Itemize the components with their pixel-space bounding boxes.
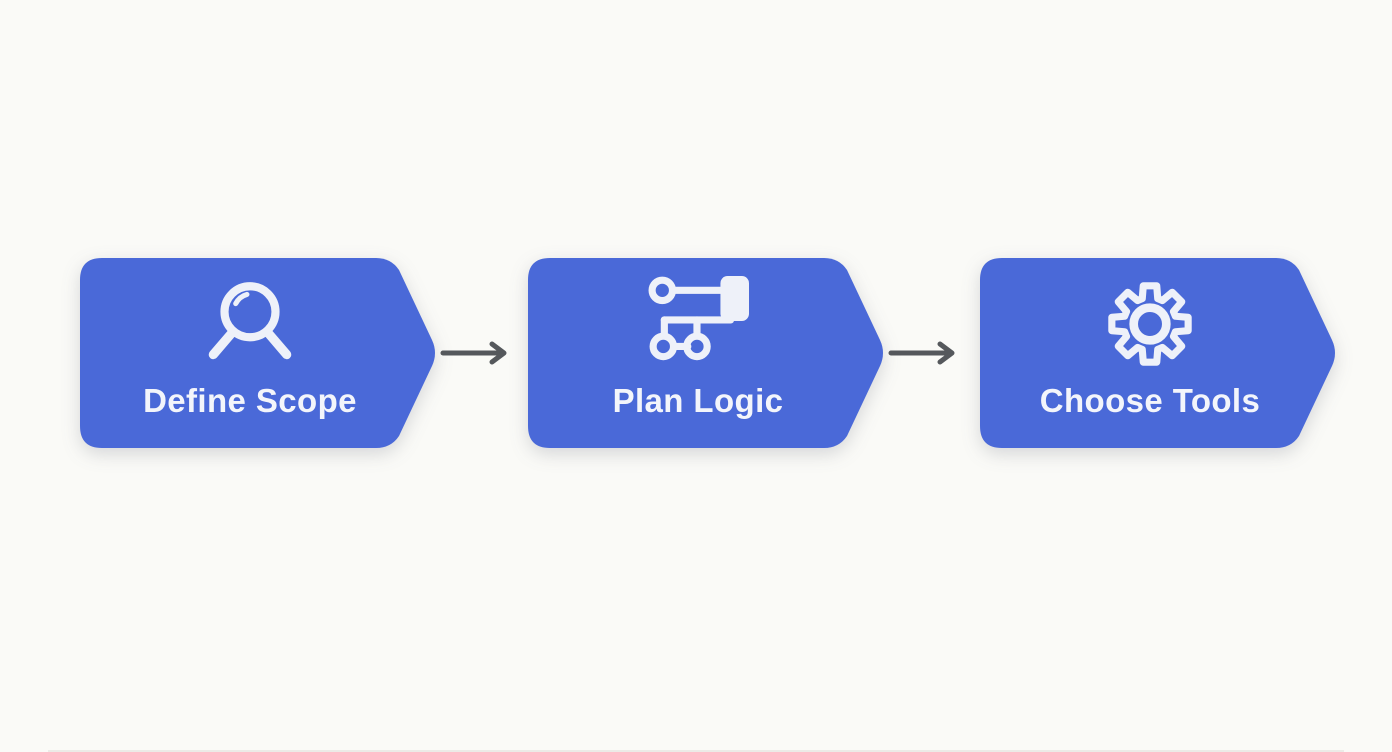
gear-icon <box>1098 273 1202 375</box>
step-label: Choose Tools <box>1039 382 1261 419</box>
step-define-scope: Define Scope <box>80 258 438 448</box>
step-choose-tools: Choose Tools <box>980 258 1338 448</box>
step-label: Plan Logic <box>612 382 784 419</box>
magnifier-icon <box>198 273 302 375</box>
arrow-right-icon <box>440 341 516 365</box>
flowchart-icon <box>646 273 750 375</box>
step-plan-logic: Plan Logic <box>528 258 886 448</box>
arrow-right-icon <box>888 341 964 365</box>
bottom-divider <box>48 750 1344 752</box>
step-label: Define Scope <box>143 382 357 419</box>
step-arrow-shape <box>80 258 435 448</box>
